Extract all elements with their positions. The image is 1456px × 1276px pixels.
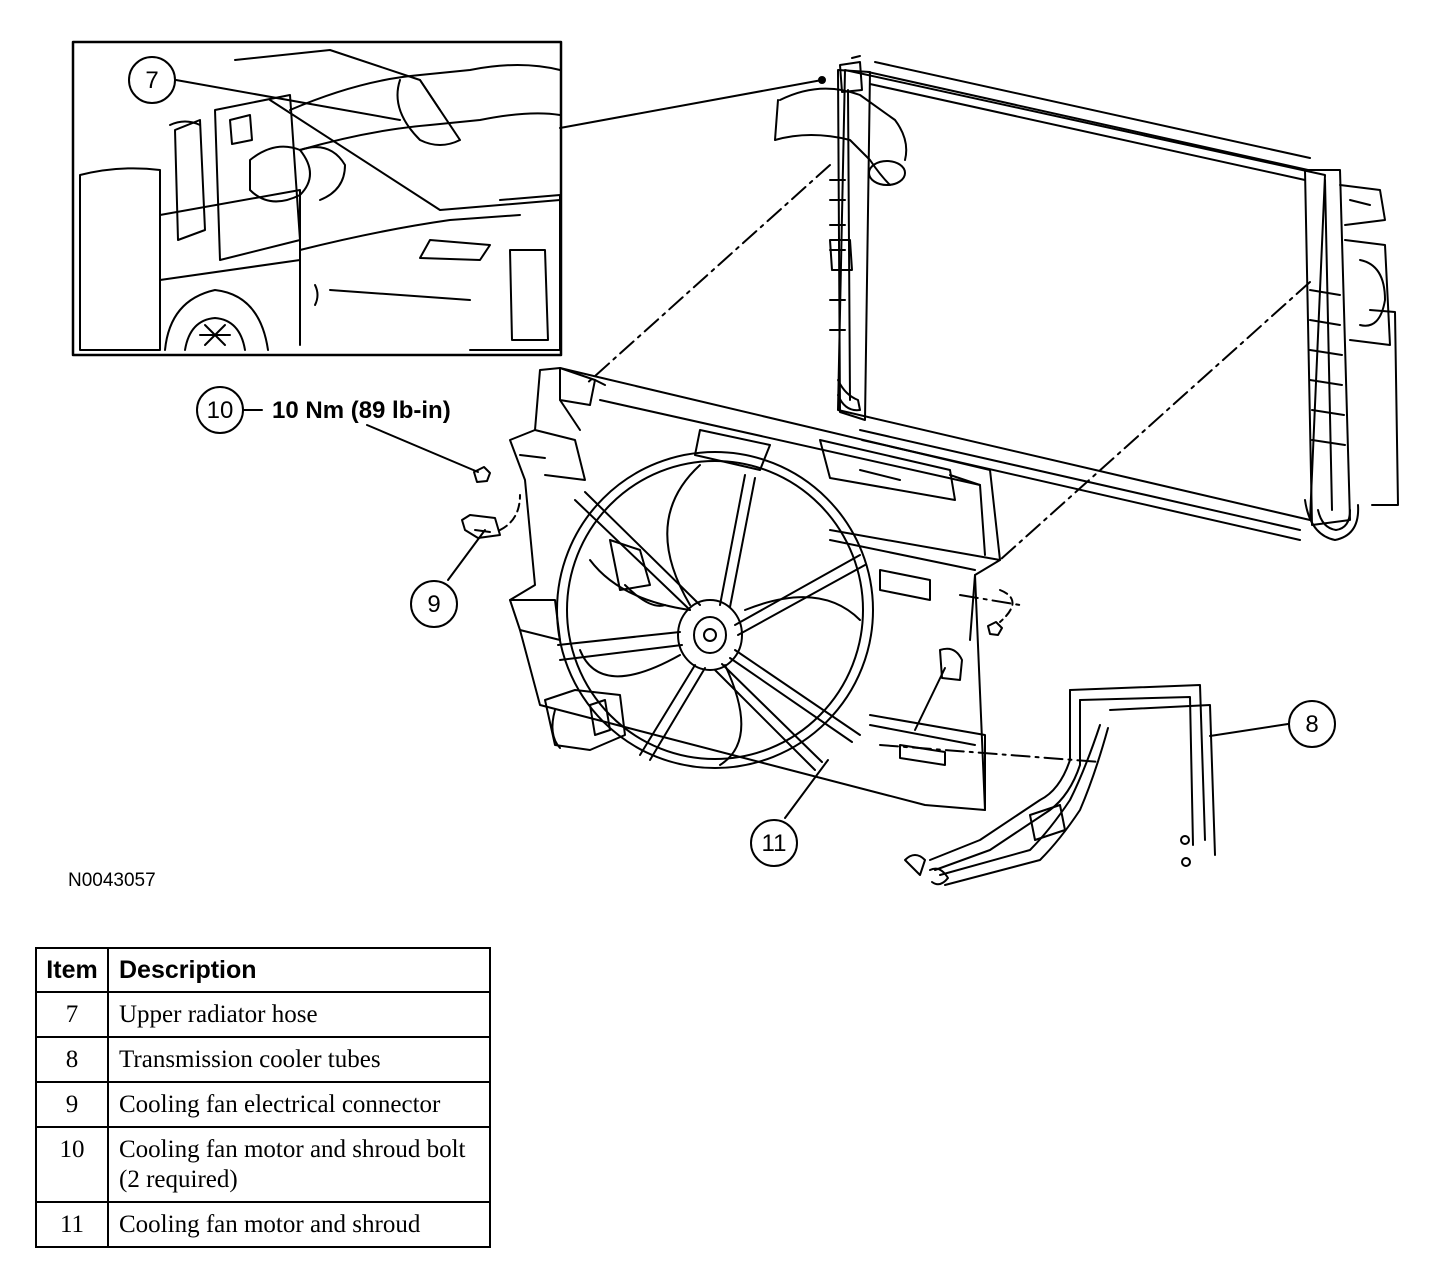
legend-header-item: Item	[35, 947, 109, 993]
torque-spec-label: 10 Nm (89 lb-in)	[272, 397, 451, 424]
legend-item-description: Transmission cooler tubes	[107, 1036, 491, 1083]
callout-9-number: 9	[427, 591, 440, 618]
inset-leader-line	[559, 79, 823, 129]
legend-table: Item Description 7 Upper radiator hose 8…	[35, 947, 491, 1248]
legend-item-number: 7	[35, 991, 109, 1038]
table-row: 11 Cooling fan motor and shroud	[35, 1201, 491, 1248]
table-row: 9 Cooling fan electrical connector	[35, 1081, 491, 1128]
cooling-fan-shroud	[509, 367, 1001, 811]
legend-item-description: Upper radiator hose	[107, 991, 491, 1038]
table-row: 8 Transmission cooler tubes	[35, 1036, 491, 1083]
callout-7: 7	[128, 56, 176, 104]
figure-id: N0043057	[68, 870, 156, 891]
callout-8-number: 8	[1305, 711, 1318, 738]
callout-7-leader	[175, 79, 401, 121]
legend-item-description: Cooling fan motor and shroud	[107, 1201, 491, 1248]
callout-11: 11	[750, 819, 798, 867]
callout-8-leader	[1209, 723, 1289, 737]
bolts-and-connector	[366, 424, 1014, 636]
transmission-cooler-tubes	[904, 684, 1216, 886]
legend-header-description: Description	[107, 947, 491, 993]
callout-10-number: 10	[207, 397, 234, 424]
callout-9: 9	[410, 580, 458, 628]
callout-11-leader	[784, 759, 829, 819]
legend-item-number: 11	[35, 1201, 109, 1248]
legend-item-number: 10	[35, 1126, 109, 1203]
callout-8: 8	[1288, 700, 1336, 748]
callout-11-number: 11	[762, 830, 787, 857]
callout-10: 10 10 Nm (89 lb-in)	[196, 386, 451, 434]
legend-item-description: Cooling fan motor and shroud bolt (2 req…	[107, 1126, 491, 1203]
legend-item-description: Cooling fan electrical connector	[107, 1081, 491, 1128]
inset-detail-view	[71, 40, 563, 357]
radiator	[774, 55, 1399, 541]
table-row: 7 Upper radiator hose	[35, 991, 491, 1038]
legend-item-number: 9	[35, 1081, 109, 1128]
callout-9-leader	[447, 529, 486, 581]
callout-7-number: 7	[145, 67, 158, 94]
table-row: 10 Cooling fan motor and shroud bolt (2 …	[35, 1126, 491, 1203]
legend-item-number: 8	[35, 1036, 109, 1083]
callout-11-leader-b	[914, 667, 946, 731]
cooling-fan	[556, 451, 874, 771]
legend-header-row: Item Description	[35, 947, 491, 993]
